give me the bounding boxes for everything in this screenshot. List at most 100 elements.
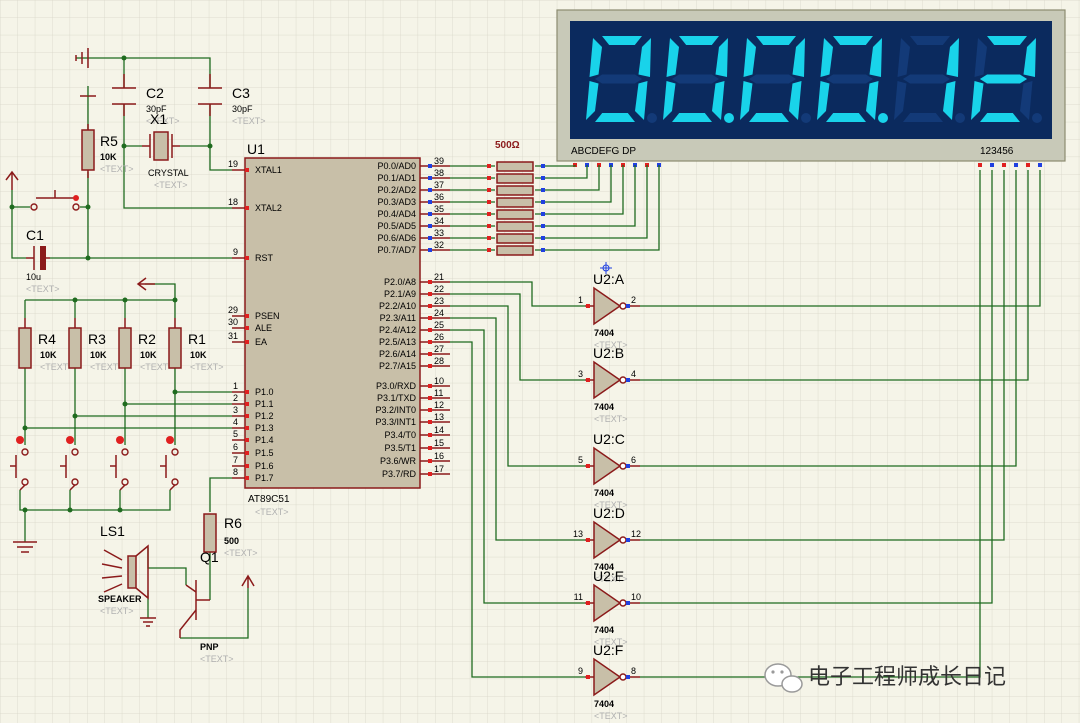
resistor-r6[interactable]: R6 500 <TEXT>: [203, 513, 258, 558]
rnet-resistor: [496, 161, 534, 172]
wechat-icon: [764, 663, 803, 693]
mcu-pin-name: PSEN: [255, 311, 280, 321]
r2-value: 10K: [140, 350, 157, 360]
key-switch[interactable]: [110, 436, 129, 491]
mcu-pin-name: P1.7: [255, 473, 274, 483]
r1-text: <TEXT>: [190, 362, 224, 372]
crystal-x1[interactable]: X1 CRYSTAL <TEXT>: [142, 111, 189, 190]
key-switches[interactable]: [10, 436, 179, 491]
mcu-pin-name: P2.7/A15: [379, 361, 416, 371]
capacitor-c3[interactable]: C3 30pF <TEXT>: [198, 74, 266, 126]
inverter-ref: U2:B: [593, 345, 624, 361]
mcu-pin-name: ALE: [255, 323, 272, 333]
mcu-pin-num: 18: [228, 197, 238, 207]
inverter-out-pin: 8: [631, 666, 636, 676]
mcu-pin-num: 24: [434, 308, 444, 318]
r2-text: <TEXT>: [140, 362, 174, 372]
mcu-text-placeholder: <TEXT>: [255, 507, 289, 517]
mcu-pin-name: P2.6/A14: [379, 349, 416, 359]
mcu-ref: U1: [247, 141, 265, 157]
resistor-r2[interactable]: R2 10K <TEXT>: [118, 318, 174, 372]
q1-ref: Q1: [200, 549, 219, 565]
inverter-in-pin: 11: [574, 592, 583, 602]
mcu-pin-name: P2.1/A9: [384, 289, 416, 299]
inverter-in-pin: 5: [578, 455, 583, 465]
mcu-pin-name: P3.5/T1: [384, 443, 416, 453]
rnet-resistor: [496, 173, 534, 184]
mcu-pin-num: 6: [233, 442, 238, 452]
inverter-out-pin: 12: [631, 529, 641, 539]
mcu-pin-num: 31: [228, 331, 238, 341]
mcu-pin-num: 11: [434, 388, 443, 398]
mcu-pin-num: 13: [434, 412, 444, 422]
mcu-at89c51[interactable]: U1 AT89C51 <TEXT> 19XTAL118XTAL29RST29PS…: [228, 141, 450, 517]
mcu-pin-num: 17: [434, 464, 444, 474]
c2-text: <TEXT>: [146, 116, 180, 126]
resistor-r5[interactable]: R5 10K <TEXT>: [81, 124, 134, 178]
mcu-pin-num: 22: [434, 284, 444, 294]
mcu-pin-name: P3.6/WR: [380, 456, 417, 466]
transistor-q1[interactable]: Q1 PNP <TEXT>: [179, 549, 234, 664]
display-panel: [570, 21, 1052, 139]
r5-value: 10K: [100, 152, 117, 162]
key-switch[interactable]: [10, 436, 29, 491]
r4-value: 10K: [40, 350, 57, 360]
c3-ref: C3: [232, 85, 250, 101]
mcu-pin-name: P3.1/TXD: [377, 393, 417, 403]
mcu-pin-name: P2.2/A10: [379, 301, 416, 311]
key-switch[interactable]: [160, 436, 179, 491]
c2-value: 30pF: [146, 104, 167, 114]
resistor-r4[interactable]: R4 10K <TEXT>: [18, 318, 74, 372]
mcu-pin-num: 34: [434, 216, 444, 226]
inverter-text: <TEXT>: [594, 340, 628, 350]
wires: [11, 57, 1041, 678]
junctions: [9, 55, 213, 513]
mcu-pin-name: P0.0/AD0: [377, 161, 416, 171]
inverter-out-pin: 2: [631, 295, 636, 305]
reset-button[interactable]: [30, 190, 80, 211]
resistor-r3[interactable]: R3 10K <TEXT>: [68, 318, 124, 372]
resistor-network[interactable]: 500Ω: [487, 140, 545, 256]
power-arrow-buzzer: [241, 574, 255, 588]
capacitor-c1[interactable]: C1 10u <TEXT>: [26, 227, 60, 294]
mcu-pin-num: 23: [434, 296, 444, 306]
mcu-pin-num: 30: [228, 317, 238, 327]
mcu-pin-name: P3.7/RD: [382, 469, 417, 479]
inverter-part: 7404: [594, 562, 614, 572]
mcu-pin-num: 39: [434, 156, 444, 166]
segment-pin-label: ABCDEFG DP: [571, 146, 636, 157]
display-digit: [817, 36, 888, 123]
mcu-pin-name: P2.0/A8: [384, 277, 416, 287]
speaker-ls1[interactable]: LS1 SPEAKER <TEXT>: [98, 523, 149, 616]
inverter-ref: U2:F: [593, 642, 623, 658]
mcu-pin-name: P1.4: [255, 435, 274, 445]
display-digit: [971, 36, 1042, 123]
mcu-pin-num: 1: [233, 381, 238, 391]
display-digit: [586, 36, 657, 123]
resistor-r1[interactable]: R1 10K <TEXT>: [168, 318, 224, 372]
inverter-text: <TEXT>: [594, 637, 628, 647]
r3-ref: R3: [88, 331, 106, 347]
seven-segment-display[interactable]: ABCDEFG DP 123456: [556, 9, 1066, 167]
display-digit: [740, 36, 811, 123]
mcu-pin-num: 9: [233, 247, 238, 257]
mcu-pin-num: 33: [434, 228, 444, 238]
mcu-pin-num: 15: [434, 438, 444, 448]
capacitor-c2[interactable]: C2 30pF <TEXT>: [112, 74, 180, 126]
x1-text: <TEXT>: [154, 180, 188, 190]
key-switch[interactable]: [60, 436, 79, 491]
r3-text: <TEXT>: [90, 362, 124, 372]
power-terminal-reset: [80, 86, 96, 97]
ls1-ref: LS1: [100, 523, 125, 539]
r3-value: 10K: [90, 350, 107, 360]
inverter-text: <TEXT>: [594, 711, 628, 721]
